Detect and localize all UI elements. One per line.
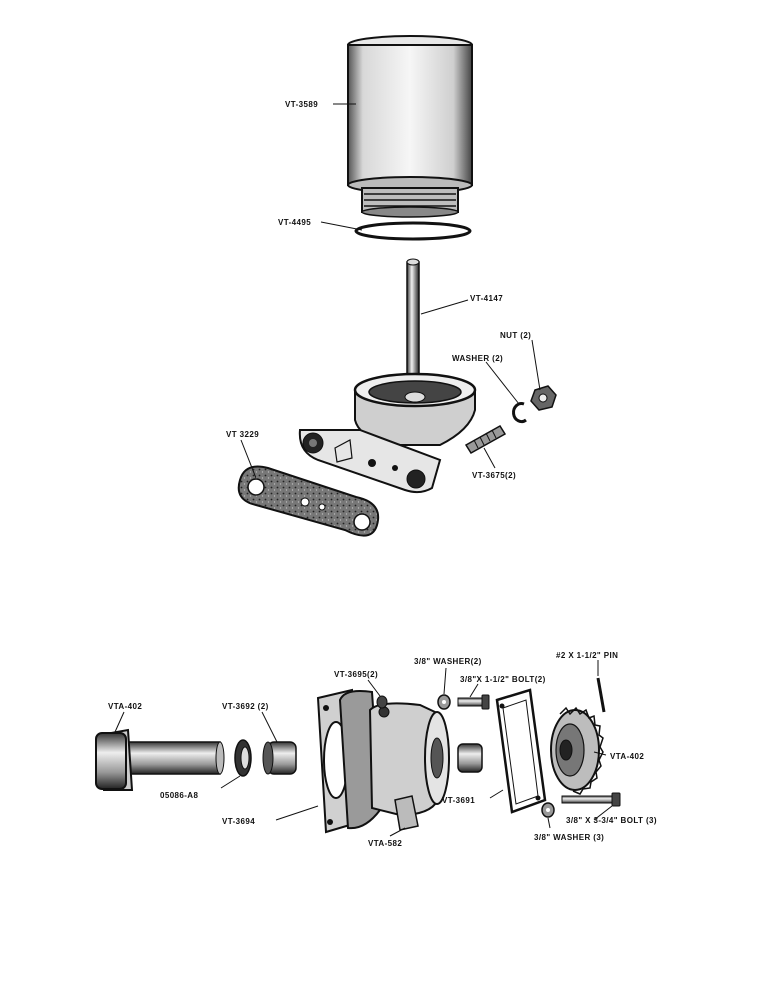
filter-threaded-base	[361, 187, 459, 218]
shaft-seal	[234, 739, 252, 777]
drive-shaft	[95, 728, 225, 791]
label-gasket-left: VT-3694	[222, 817, 255, 826]
label-plug-small: VT-3695(2)	[334, 670, 378, 679]
label-stem: VT-4147	[470, 294, 503, 303]
drive-gear	[550, 706, 604, 795]
stud	[464, 424, 507, 455]
label-studs: VT-3675(2)	[472, 471, 516, 480]
label-washer-38-bottom: 3/8" WASHER (3)	[534, 833, 604, 842]
washer-top	[512, 402, 527, 424]
bolt-short	[457, 694, 490, 710]
label-housing: VTA-582	[368, 839, 402, 848]
base-gasket	[237, 465, 380, 537]
label-seal-left: 05086-A8	[160, 791, 198, 800]
label-shaft-left: VTA-402	[108, 702, 142, 711]
filter-base-casting	[298, 372, 477, 494]
label-washer-top: WASHER (2)	[452, 354, 503, 363]
bearing-pair	[262, 741, 297, 775]
washer-38-bottom	[541, 802, 555, 818]
label-pin: #2 X 1-1/2" PIN	[556, 651, 618, 660]
nut-top	[530, 385, 557, 411]
bushing-right	[457, 743, 483, 773]
label-bolt-short: 3/8"X 1-1/2" BOLT(2)	[460, 675, 546, 684]
leader-lines	[114, 103, 613, 837]
label-gasket-right: VT-3691	[442, 796, 475, 805]
plug-small	[376, 695, 388, 709]
label-bearing-pair: VT-3692 (2)	[222, 702, 269, 711]
cotter-pin	[596, 677, 606, 713]
label-gear-right: VTA-402	[610, 752, 644, 761]
seal-ring	[354, 221, 472, 241]
filter-element	[347, 35, 473, 218]
bolt-long	[561, 792, 621, 807]
washer-38-top	[437, 694, 451, 710]
label-base-gasket: VT 3229	[226, 430, 259, 439]
label-nut: NUT (2)	[500, 331, 531, 340]
label-filter-element: VT-3589	[285, 100, 318, 109]
label-washer-38-top: 3/8" WASHER(2)	[414, 657, 482, 666]
pump-housing	[338, 690, 450, 831]
right-cover-gasket	[495, 688, 547, 814]
label-bolt-long: 3/8" X 3-3/4" BOLT (3)	[566, 816, 657, 825]
label-seal-ring: VT-4495	[278, 218, 311, 227]
